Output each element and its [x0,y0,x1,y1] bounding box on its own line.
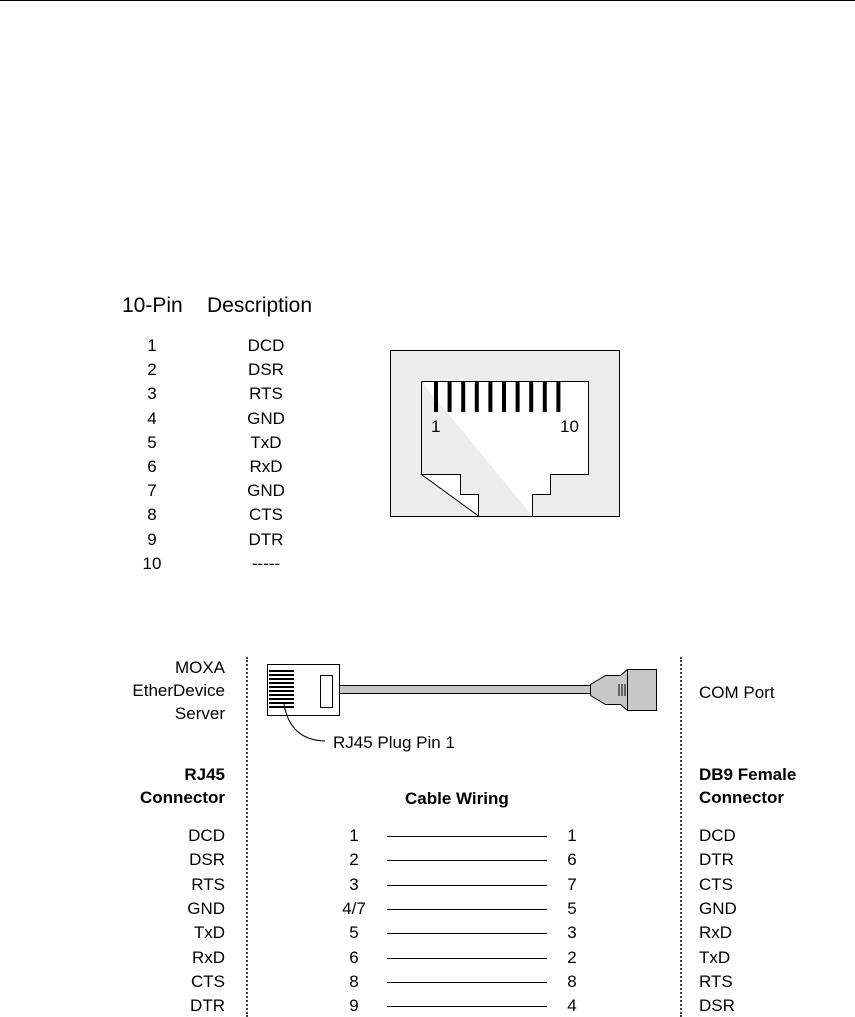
db9-pin-number: 5 [567,898,577,918]
header-line: Connector [140,788,225,807]
pin-number: 9 [147,529,157,549]
rj45-pin-number: 3 [349,874,359,894]
plug-pin1-leader [283,703,326,742]
pin-number: 1 [147,336,157,355]
db9-connector [590,669,657,711]
rj45-signal: RTS [191,874,225,894]
wire-line [387,884,547,886]
pin-number: 5 [147,432,157,452]
db9-pin-number: 6 [567,850,577,870]
wire-line [387,908,547,910]
pin-description: CTS [249,505,283,525]
wire-line [387,981,547,983]
wire-line [387,933,547,935]
header-line: RJ45 [184,765,225,784]
rj45-signal: GND [187,898,225,918]
right-divider [680,657,682,1017]
pin-number: 3 [147,384,157,404]
db9-signal: RxD [699,923,733,943]
db9-pin-number: 1 [567,826,577,845]
rj45-signal: DSR [189,850,225,870]
rj45-signal: DCD [188,826,225,845]
jack-pin-contact [474,381,479,412]
db9-signal: RTS [699,971,733,991]
rj45-pin-number: 2 [349,850,359,870]
jack-pin-contact [488,381,493,412]
jack-pin-1-label: 1 [431,417,440,436]
cable-body [339,685,592,694]
rj45-pin-number: 6 [349,947,359,967]
db9-signal: DSR [699,996,735,1016]
pin-description: GND [247,481,285,501]
cable-wiring-header: Cable Wiring [405,789,509,808]
rj45-signal: TxD [193,923,225,943]
db9-signal: DCD [699,826,736,845]
wire-line [387,1006,547,1008]
header-line: DB9 Female [699,765,797,784]
wire-line [387,860,547,862]
jack-pin-contact [515,381,520,412]
plug-pin1-callout: RJ45 Plug Pin 1 [333,733,455,752]
pin-number: 8 [147,505,157,525]
db9-signal: CTS [699,874,733,894]
pin-number: 7 [147,481,157,501]
pin-number: 6 [147,457,157,476]
db9-pin-number: 2 [567,947,577,967]
rj45-pin-number: 9 [349,996,359,1016]
pin-description: ----- [251,553,281,573]
right-device-label: COM Port [699,683,775,702]
pin-description: RxD [249,457,283,476]
rj45-connector-header: RJ45 Connector [100,763,225,809]
db9-signal: DTR [699,850,734,870]
left-device-label: MOXA EtherDevice Server [100,656,225,725]
pin-number: 10 [142,553,162,573]
rj45-pin-number: 4/7 [342,898,366,918]
jack-pin-contact [447,381,452,412]
jack-pin-contact [542,381,547,412]
db9-pin-number: 4 [567,996,577,1016]
rj45-signal: CTS [191,971,225,991]
pin-column-header: 10-Pin [122,294,183,317]
rj45-plug [267,664,340,716]
left-divider [246,657,248,1017]
jack-pin-10-label: 10 [560,417,579,436]
jack-pin-contact [529,381,534,412]
jack-opening [419,381,589,517]
top-rule [0,0,855,1]
pin-number: 2 [147,360,157,380]
db9-pin-number: 7 [567,874,577,894]
jack-pin-contact [556,381,561,412]
header-line: Connector [699,788,784,807]
pin-description: DSR [248,360,284,380]
rj45-pin-number: 1 [349,826,359,845]
pin-description: DCD [247,336,285,355]
rj45-signal: RxD [191,947,225,967]
db9-pin-number: 8 [567,971,577,991]
pin-description: DTR [248,529,284,549]
db9-signal: GND [699,898,737,918]
jack-pin-contact [461,381,466,412]
wire-line [387,957,547,959]
db9-connector-header: DB9 Female Connector [699,763,796,809]
description-column-header: Description [207,294,313,317]
left-device-line: MOXA [174,658,225,677]
pin-description: RTS [249,384,283,404]
rj45-pin-number: 8 [349,971,359,991]
rj45-signal: DTR [190,996,225,1016]
left-device-line: EtherDevice [132,681,225,700]
rj45-pin-number: 5 [349,923,359,943]
pin-description: TxD [250,432,282,452]
pin-number: 4 [147,408,157,428]
jack-pin-contact [502,381,506,412]
pin-description: GND [247,408,285,428]
jack-pin-contact [434,381,438,412]
db9-pin-number: 3 [567,923,577,943]
wire-line [387,836,547,837]
jack-pin-contacts [434,381,561,412]
left-device-line: Server [174,704,225,723]
db9-signal: TxD [699,947,731,967]
